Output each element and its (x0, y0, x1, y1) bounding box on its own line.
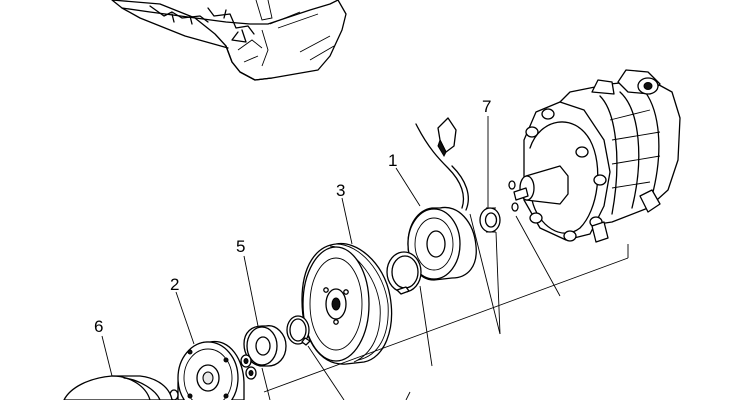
shim-spacer-icon (243, 325, 287, 367)
callout-5: 5 (236, 237, 245, 256)
compressor-body-icon (508, 69, 681, 243)
pulley-icon (301, 242, 393, 365)
callout-6: 6 (94, 317, 103, 336)
callout-2: 2 (170, 275, 179, 294)
callout-1: 1 (388, 151, 397, 170)
field-coil-icon (407, 117, 477, 281)
callout-3: 3 (336, 181, 345, 200)
callout-7: 7 (482, 97, 491, 116)
engine-housing-icon (111, 0, 347, 81)
seal-ring-icon (479, 207, 501, 233)
snap-ring-icon (386, 251, 422, 295)
clutch-hub-plate-icon (177, 340, 245, 400)
small-snap-ring-icon (286, 315, 311, 346)
leader-lines (101, 116, 629, 400)
cover-cap-icon (63, 375, 173, 400)
